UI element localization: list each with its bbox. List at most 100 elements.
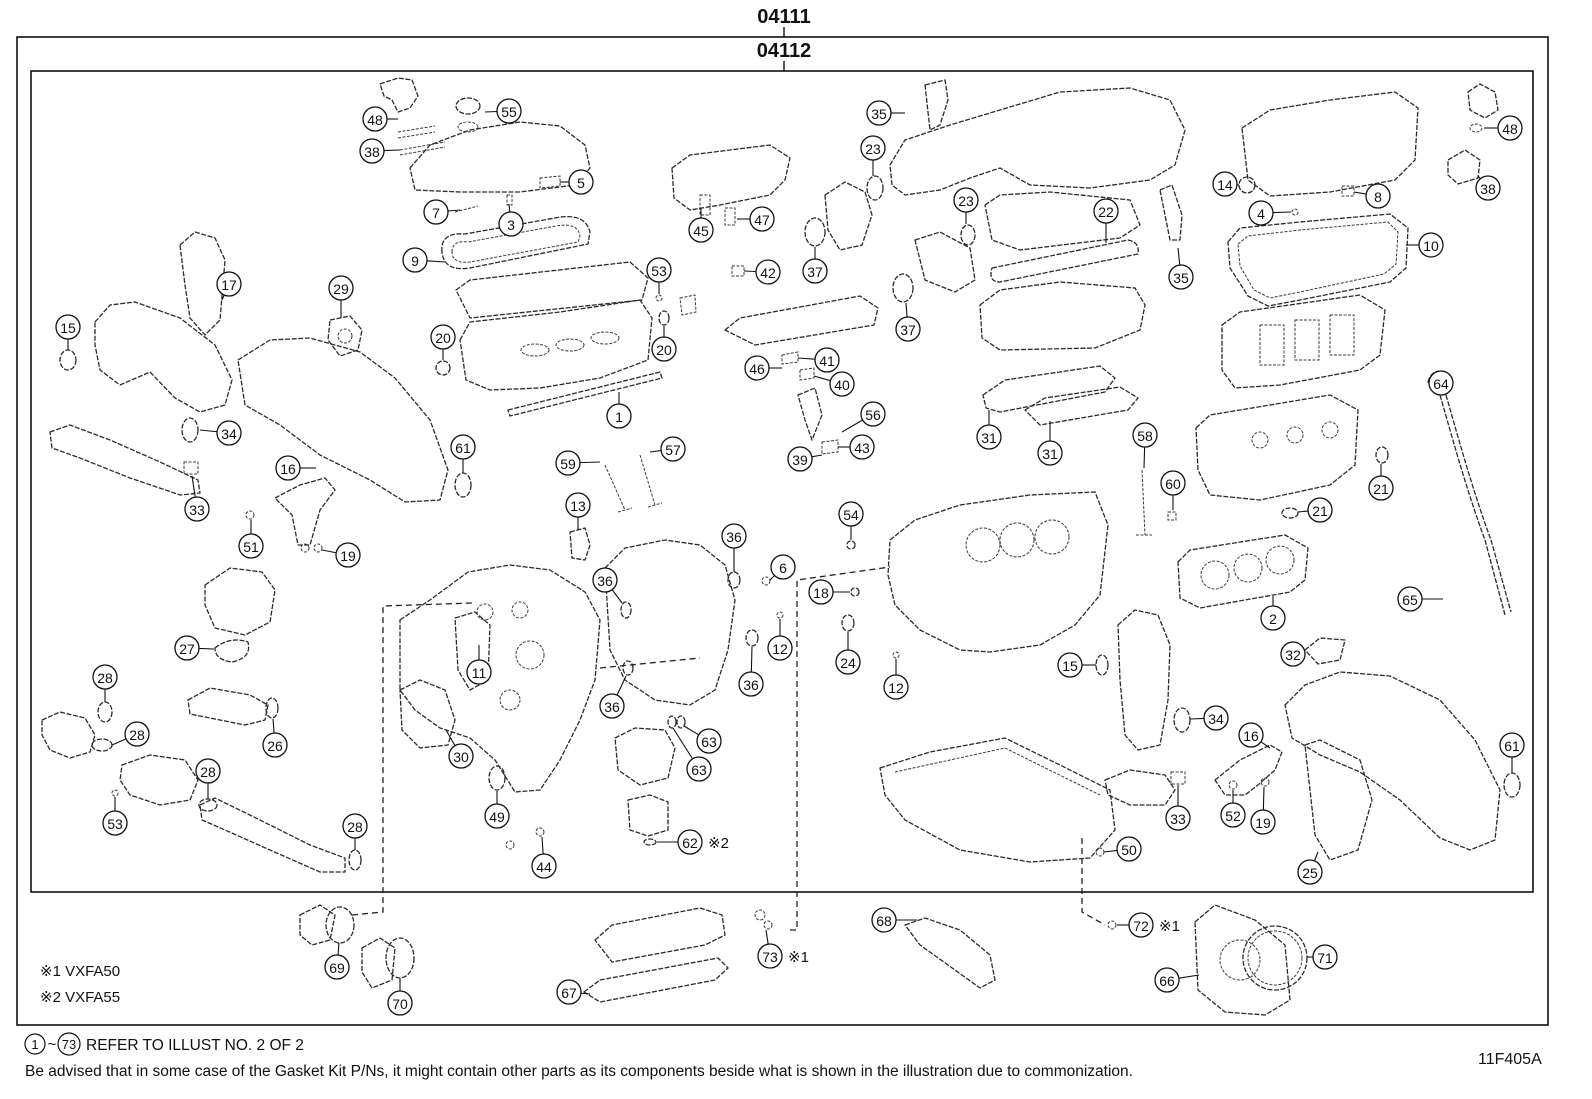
callout-circle[interactable] <box>1248 200 1274 226</box>
callout-circle[interactable] <box>466 659 492 685</box>
callout-number[interactable]: 21 <box>1312 503 1328 519</box>
callout-circle[interactable] <box>696 728 722 754</box>
callout-21[interactable]: 21 <box>1297 497 1333 523</box>
callout-72[interactable]: 72※1 <box>1117 912 1180 938</box>
callout-45[interactable]: 45 <box>688 208 714 243</box>
callout-circle[interactable] <box>1160 470 1186 496</box>
callout-circle[interactable] <box>531 853 557 879</box>
callout-circle[interactable] <box>484 803 510 829</box>
callout-circle[interactable] <box>1154 967 1180 993</box>
callout-circle[interactable] <box>387 990 413 1016</box>
callout-number[interactable]: 27 <box>179 641 195 657</box>
callout-38[interactable]: 38 <box>359 138 401 164</box>
callout-68[interactable]: 68 <box>871 907 917 933</box>
callout-number[interactable]: 36 <box>597 573 613 589</box>
callout-19[interactable]: 19 <box>1250 786 1276 835</box>
callout-circle[interactable] <box>802 258 828 284</box>
callout-25[interactable]: 25 <box>1297 851 1323 885</box>
callout-circle[interactable] <box>1260 605 1286 631</box>
callout-number[interactable]: 37 <box>900 322 916 338</box>
callout-circle[interactable] <box>1132 422 1158 448</box>
callout-number[interactable]: 13 <box>570 498 586 514</box>
callout-circle[interactable] <box>1037 440 1063 466</box>
callout-circle[interactable] <box>829 371 855 397</box>
callout-35[interactable]: 35 <box>866 100 905 126</box>
callout-number[interactable]: 71 <box>1317 950 1333 966</box>
callout-number[interactable]: 65 <box>1402 592 1418 608</box>
callout-number[interactable]: 40 <box>834 377 850 393</box>
callout-number[interactable]: 63 <box>701 734 717 750</box>
callout-9[interactable]: 9 <box>402 247 446 273</box>
callout-circle[interactable] <box>744 355 770 381</box>
callout-50[interactable]: 50 <box>1103 836 1142 862</box>
callout-number[interactable]: 8 <box>1374 189 1382 205</box>
callout-63[interactable]: 63 <box>683 725 722 754</box>
callout-number[interactable]: 55 <box>501 104 517 120</box>
callout-number[interactable]: 12 <box>888 680 904 696</box>
callout-circle[interactable] <box>606 403 632 429</box>
callout-number[interactable]: 35 <box>1173 270 1189 286</box>
callout-circle[interactable] <box>342 813 368 839</box>
callout-number[interactable]: 45 <box>693 223 709 239</box>
callout-number[interactable]: 36 <box>743 677 759 693</box>
callout-number[interactable]: 35 <box>871 106 887 122</box>
callout-29[interactable]: 29 <box>328 275 354 318</box>
callout-number[interactable]: 16 <box>1243 728 1259 744</box>
callout-18[interactable]: 18 <box>808 579 850 605</box>
callout-number[interactable]: 38 <box>364 144 380 160</box>
callout-circle[interactable] <box>55 314 81 340</box>
callout-circle[interactable] <box>688 217 714 243</box>
callout-circle[interactable] <box>599 693 625 719</box>
callout-number[interactable]: 67 <box>561 985 577 1001</box>
callout-15[interactable]: 15 <box>1057 652 1096 678</box>
callout-28[interactable]: 28 <box>342 813 368 850</box>
callout-number[interactable]: 36 <box>726 529 742 545</box>
callout-number[interactable]: 46 <box>749 361 765 377</box>
callout-number[interactable]: 72 <box>1133 918 1149 934</box>
callout-circle[interactable] <box>423 199 449 225</box>
callout-number[interactable]: 60 <box>1165 476 1181 492</box>
callout-circle[interactable] <box>1365 183 1391 209</box>
callout-number[interactable]: 30 <box>453 749 469 765</box>
callout-number[interactable]: 42 <box>760 265 776 281</box>
callout-number[interactable]: 34 <box>221 426 237 442</box>
callout-circle[interactable] <box>262 732 288 758</box>
callout-number[interactable]: 7 <box>432 205 440 221</box>
callout-circle[interactable] <box>1220 802 1246 828</box>
callout-34[interactable]: 34 <box>199 420 242 446</box>
callout-circle[interactable] <box>895 316 921 342</box>
callout-number[interactable]: 38 <box>1480 181 1496 197</box>
callout-62[interactable]: 62※2 <box>657 829 729 855</box>
callout-circle[interactable] <box>755 259 781 285</box>
callout-23[interactable]: 23 <box>953 187 979 224</box>
callout-number[interactable]: 3 <box>507 217 515 233</box>
callout-22[interactable]: 22 <box>1093 198 1119 243</box>
callout-58[interactable]: 58 <box>1132 422 1158 469</box>
callout-circle[interactable] <box>860 401 886 427</box>
callout-number[interactable]: 61 <box>455 440 471 456</box>
callout-circle[interactable] <box>871 907 897 933</box>
callout-23[interactable]: 23 <box>860 135 886 176</box>
callout-number[interactable]: 39 <box>792 452 808 468</box>
callout-circle[interactable] <box>1368 475 1394 501</box>
callout-38[interactable]: 38 <box>1475 175 1501 201</box>
callout-circle[interactable] <box>787 446 813 472</box>
callout-55[interactable]: 55 <box>484 98 522 124</box>
callout-circle[interactable] <box>1116 836 1142 862</box>
callout-number[interactable]: 32 <box>1285 647 1301 663</box>
callout-circle[interactable] <box>835 649 861 675</box>
callout-49[interactable]: 49 <box>484 791 510 829</box>
callout-8[interactable]: 8 <box>1353 183 1391 209</box>
callout-circle[interactable] <box>1418 232 1444 258</box>
callout-59[interactable]: 59 <box>555 450 601 476</box>
callout-circle[interactable] <box>592 567 618 593</box>
callout-number[interactable]: 54 <box>843 507 859 523</box>
callout-circle[interactable] <box>328 275 354 301</box>
callout-39[interactable]: 39 <box>787 446 823 472</box>
callout-number[interactable]: 14 <box>1217 177 1233 193</box>
callout-1[interactable]: 1 <box>606 392 632 429</box>
callout-67[interactable]: 67 <box>556 979 591 1005</box>
callout-circle[interactable] <box>565 492 591 518</box>
callout-34[interactable]: 34 <box>1189 705 1229 731</box>
callout-20[interactable]: 20 <box>651 326 677 362</box>
